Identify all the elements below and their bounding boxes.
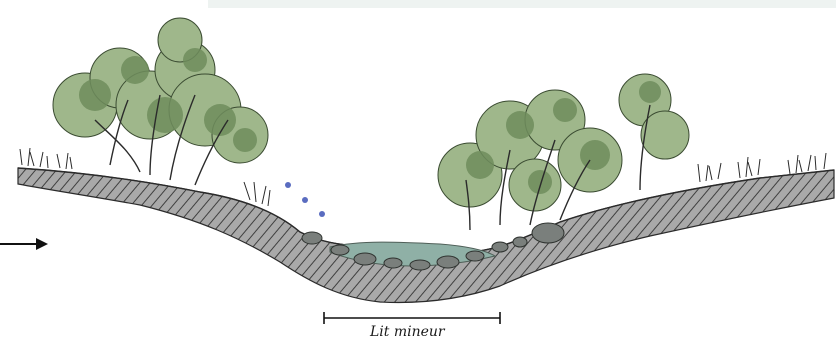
scale-bar-icon [324,312,500,324]
arrow-right-icon [0,238,48,250]
scale-label: Lit mineur [369,324,446,340]
soil-layer [18,168,834,302]
